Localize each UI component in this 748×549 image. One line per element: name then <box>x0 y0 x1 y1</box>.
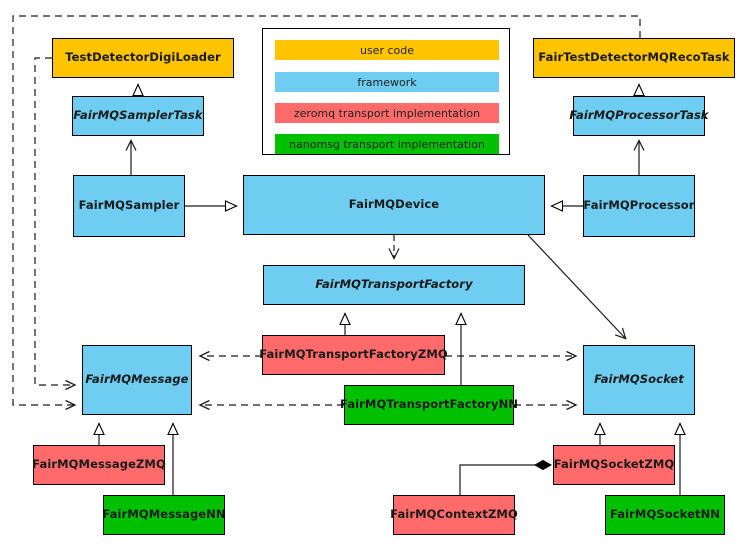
class-node-fairmqdevice[interactable]: FairMQDevice <box>243 175 545 235</box>
class-node-fairmqmessage[interactable]: FairMQMessage <box>82 345 192 415</box>
edge-socketzmq-composition-contextzmq <box>459 465 551 495</box>
class-node-fairmqsamplertask[interactable]: FairMQSamplerTask <box>72 96 204 136</box>
class-node-fairmqtransportfactoryzmq[interactable]: FairMQTransportFactoryZMQ <box>259 335 448 375</box>
class-node-fairmqcontextzmq[interactable]: FairMQContextZMQ <box>390 495 518 535</box>
legend-item-zeromq: zeromq transport implementation <box>275 103 499 123</box>
class-node-fairmqtransportfactorynn[interactable]: FairMQTransportFactoryNN <box>340 385 518 425</box>
legend-item-nanomsg: nanomsg transport implementation <box>275 134 499 154</box>
class-node-fairtestdetectormqrecotask[interactable]: FairTestDetectorMQRecoTask <box>533 38 735 78</box>
class-node-fairmqsocketzmq[interactable]: FairMQSocketZMQ <box>553 445 675 485</box>
legend: user code framework zeromq transport imp… <box>262 28 510 155</box>
edge-digiloader-to-message <box>34 57 75 385</box>
class-node-fairmqsocketnn[interactable]: FairMQSocketNN <box>605 495 725 535</box>
class-node-fairmqprocessor[interactable]: FairMQProcessor <box>583 175 695 237</box>
legend-item-user-code: user code <box>275 40 499 60</box>
class-node-testdetectordigiloader[interactable]: TestDetectorDigiLoader <box>52 38 234 78</box>
class-node-fairmqsampler[interactable]: FairMQSampler <box>73 175 185 237</box>
legend-item-framework: framework <box>275 72 499 92</box>
edge-device-to-socket <box>527 234 627 340</box>
class-node-fairmqmessagezmq[interactable]: FairMQMessageZMQ <box>32 445 166 485</box>
class-node-fairmqprocessortask[interactable]: FairMQProcessorTask <box>569 96 709 136</box>
class-node-fairmqmessagenn[interactable]: FairMQMessageNN <box>102 495 226 535</box>
class-node-fairmqsocket[interactable]: FairMQSocket <box>583 345 695 415</box>
class-node-fairmqtransportfactory[interactable]: FairMQTransportFactory <box>263 265 525 305</box>
